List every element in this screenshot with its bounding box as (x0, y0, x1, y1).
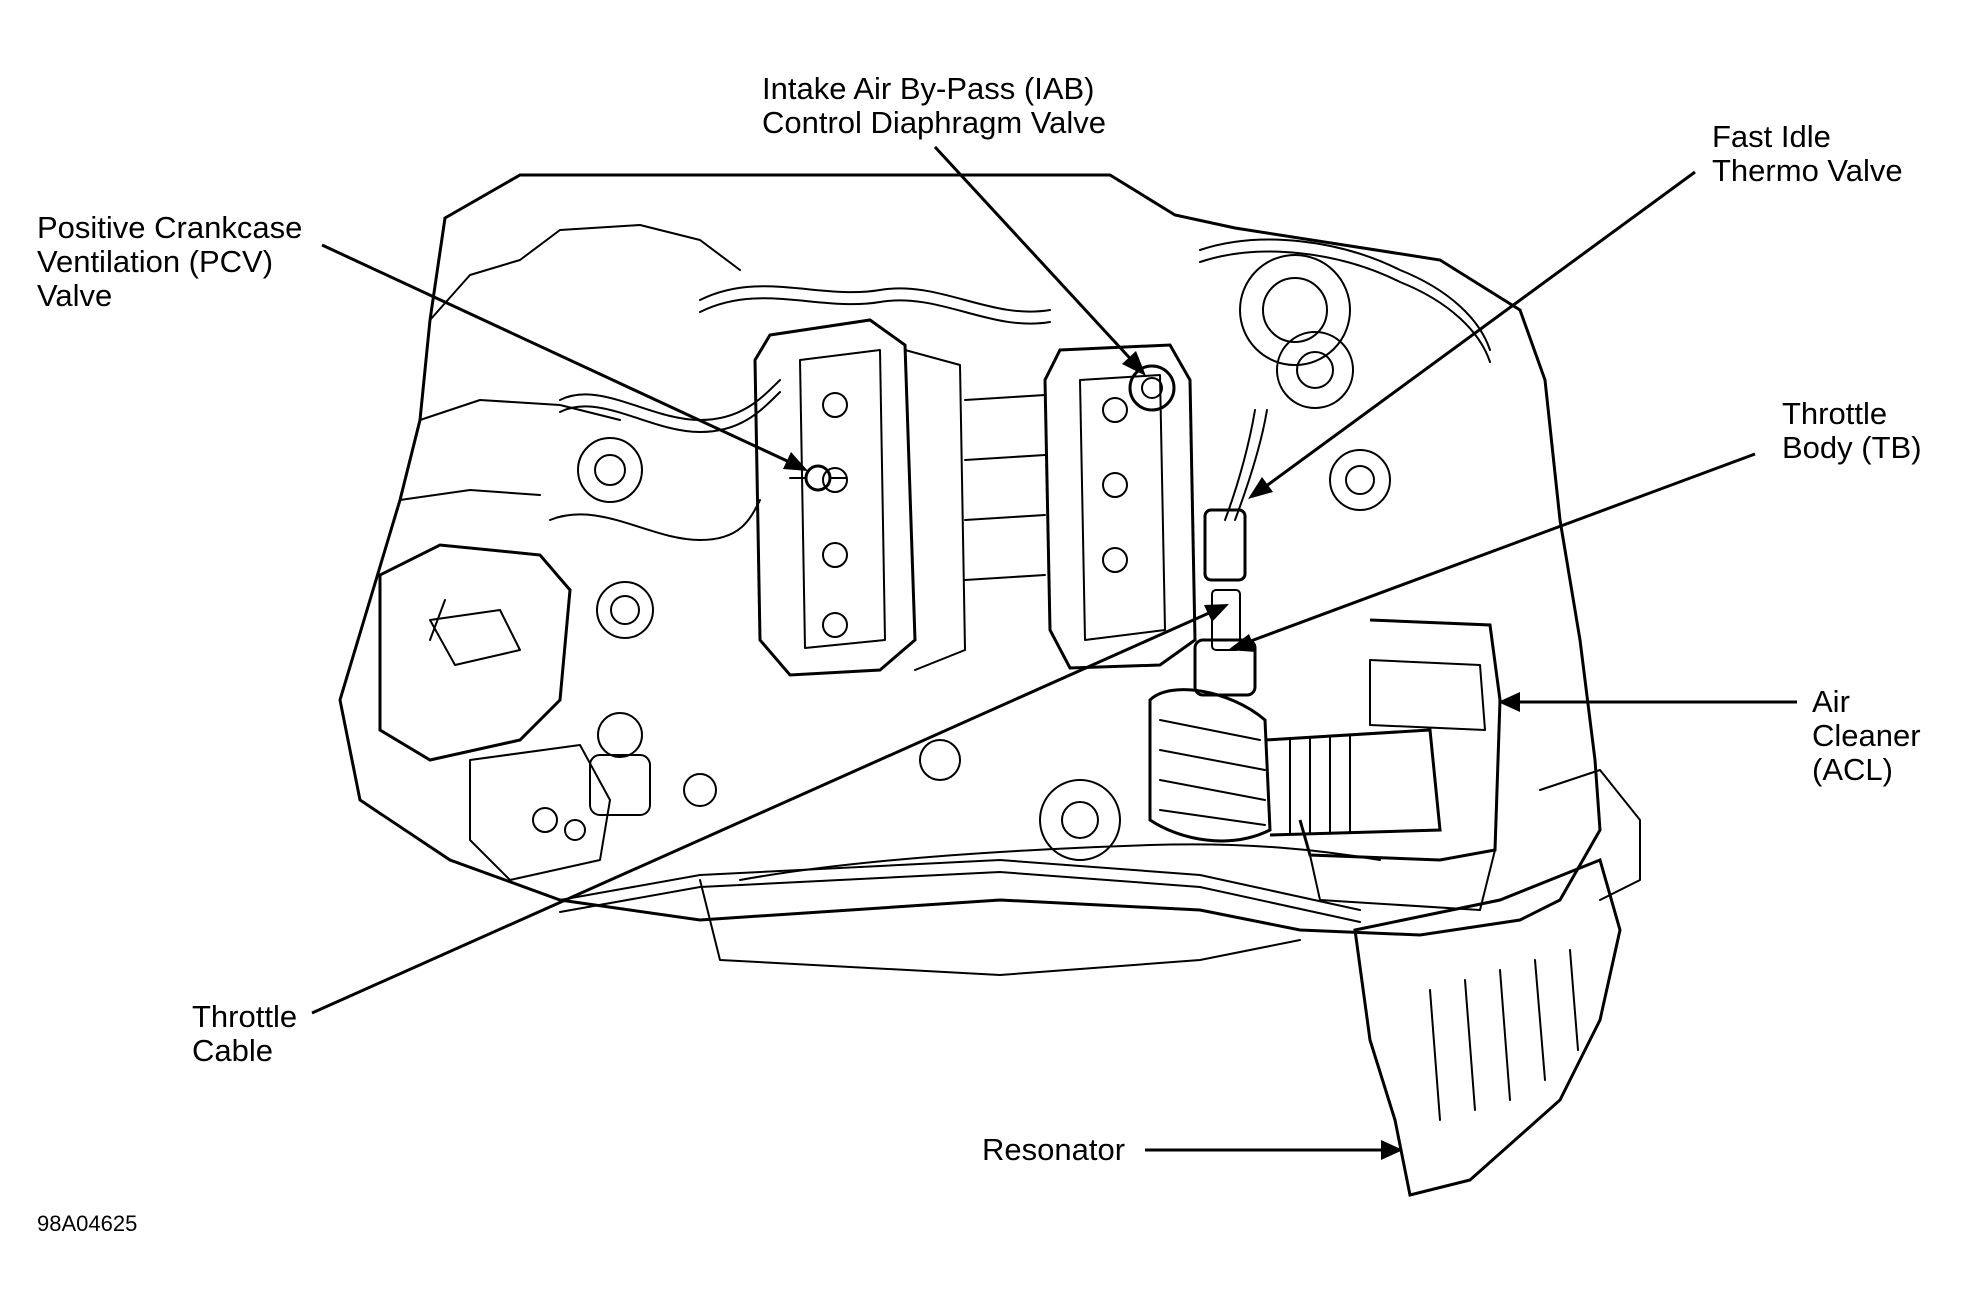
label-air-cleaner: Air Cleaner (ACL) (1812, 685, 1921, 787)
throttle-cable-arrowhead (1204, 604, 1229, 622)
label-fast-idle-line1: Fast Idle (1712, 119, 1831, 154)
leader-lines (311, 145, 1797, 1160)
label-throttle-body-line2: Body (TB) (1782, 430, 1922, 465)
label-pcv-line2: Ventilation (PCV) (37, 244, 274, 279)
iab-arrowhead (1122, 351, 1146, 376)
resonator-arrowhead (1381, 1140, 1403, 1160)
label-throttle-cable-line2: Cable (192, 1033, 273, 1068)
label-air-cleaner-line3: (ACL) (1812, 752, 1893, 787)
air-cleaner-arrowhead (1498, 692, 1520, 712)
label-iab-line2: Control Diaphragm Valve (762, 105, 1107, 140)
figure-id: 98A04625 (37, 1211, 138, 1236)
label-throttle-body: Throttle Body (TB) (1782, 397, 1922, 465)
label-resonator-line1: Resonator (982, 1132, 1126, 1167)
label-pcv-line1: Positive Crankcase (37, 210, 303, 245)
label-throttle-body-line1: Throttle (1782, 396, 1888, 431)
label-air-cleaner-line2: Cleaner (1812, 718, 1921, 753)
label-throttle-cable-line1: Throttle (192, 999, 298, 1034)
engine-line-art (338, 173, 1641, 1197)
label-fast-idle-line2: Thermo Valve (1712, 153, 1903, 188)
label-pcv-line3: Valve (37, 278, 113, 313)
label-throttle-cable: Throttle Cable (192, 1000, 297, 1068)
label-fast-idle-thermo-valve: Fast Idle Thermo Valve (1712, 120, 1903, 188)
label-pcv-valve: Positive Crankcase Ventilation (PCV) Val… (37, 211, 302, 313)
label-iab-line1: Intake Air By-Pass (IAB) (762, 71, 1095, 106)
label-iab-valve: Intake Air By-Pass (IAB) Control Diaphra… (762, 72, 1106, 140)
label-resonator: Resonator (982, 1133, 1125, 1167)
label-air-cleaner-line1: Air (1812, 684, 1850, 719)
throttle-body-arrowhead (1228, 634, 1256, 652)
pcv-arrowhead (783, 452, 808, 471)
fast-idle-arrowhead (1248, 477, 1273, 499)
